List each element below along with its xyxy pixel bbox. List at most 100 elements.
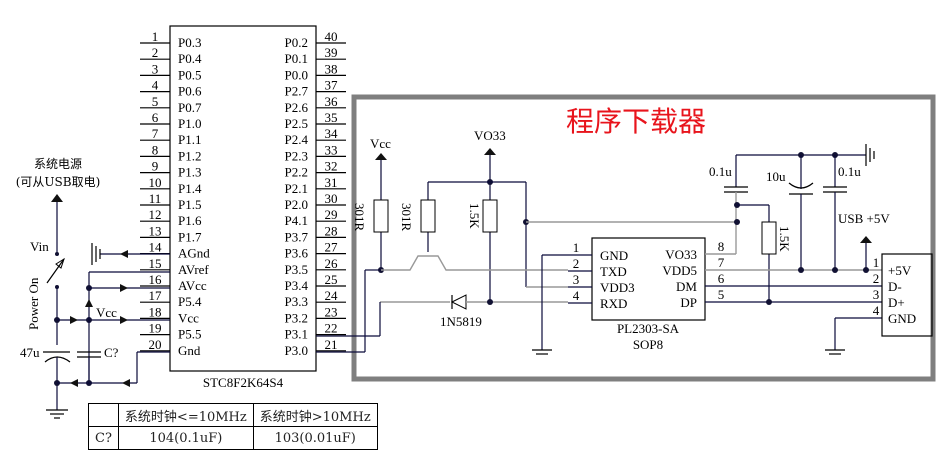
mcu-pin-number: 29 (325, 207, 338, 222)
c3-label: 0.1u (838, 164, 861, 179)
table-cell: 103(0.01uF) (252, 426, 378, 450)
power-source-note: (可从USB取电) (16, 175, 101, 189)
usb-pin-label: D- (888, 279, 902, 294)
mcu-pin-number: 7 (152, 126, 159, 141)
pl2303-pin-number: 5 (718, 287, 725, 302)
mcu-pin-label: P2.1 (285, 181, 308, 196)
power-switch-label: Power On (26, 277, 41, 330)
mcu-pin-number: 35 (325, 110, 338, 125)
pl2303-pin-number: 2 (573, 256, 580, 271)
mcu-pin-label: P5.5 (178, 327, 201, 342)
mcu-pin-number: 9 (152, 159, 159, 174)
pl2303-pin-label: DP (680, 295, 697, 310)
mcu-pin-label: P1.7 (178, 229, 202, 244)
cap-c-label: C? (104, 345, 119, 360)
programmer-frame (351, 94, 936, 382)
transistor-icon (381, 255, 568, 271)
mcu-pin-label: P2.7 (285, 84, 309, 99)
mcu-pin-label: P0.3 (178, 35, 201, 50)
mcu-pin-number: 4 (152, 78, 159, 93)
mcu-pin-number: 2 (152, 45, 159, 60)
mcu-pin-number: 20 (149, 337, 162, 352)
mcu-pin-label: P1.4 (178, 181, 202, 196)
usb-pin-number: 2 (873, 271, 880, 286)
mcu-pin-label: P0.1 (285, 51, 308, 66)
pl2303-pin-number: 6 (718, 271, 725, 286)
mcu-pin-label: P3.4 (285, 278, 309, 293)
vcc-label: Vcc (96, 305, 117, 320)
r3-label: 1.5K (467, 203, 482, 229)
mcu-pin-label: P3.3 (285, 294, 308, 309)
pl2303-pin-number: 4 (573, 288, 580, 303)
mcu-pin-label: P1.2 (178, 148, 201, 163)
table-row: C? 104(0.1uF) 103(0.01uF) (88, 426, 378, 450)
mcu-pin-label: P0.6 (178, 84, 202, 99)
mcu-pin-label: AVcc (178, 278, 207, 293)
mcu-pin-label: P0.5 (178, 67, 201, 82)
mcu-pin-number: 19 (149, 321, 162, 336)
table-cell: 系统时钟<=10MHz (117, 403, 254, 427)
mcu-pin-label: P1.0 (178, 116, 201, 131)
mcu-pin-number: 40 (325, 29, 338, 44)
mcu-pin-number: 36 (325, 94, 339, 109)
mcu-pin-label: P3.1 (285, 327, 308, 342)
mcu-pin-number: 27 (325, 240, 339, 255)
usb-pin-label: +5V (888, 263, 912, 278)
resistor-1-5k-b (761, 221, 777, 255)
mcu-pin-label: P1.1 (178, 132, 201, 147)
mcu-pin-number: 12 (149, 207, 162, 222)
mcu-pin-label: P4.1 (285, 213, 308, 228)
mcu-pin-number: 21 (325, 337, 338, 352)
usb-pin-number: 4 (873, 303, 880, 318)
mcu-pin-number: 1 (152, 29, 159, 44)
mcu-pin-label: P0.4 (178, 51, 202, 66)
table-cell: 104(0.1uF) (117, 426, 254, 450)
mcu-pin-label: P1.6 (178, 213, 202, 228)
usb-5v-label: USB +5V (838, 211, 890, 226)
mcu-pin-label: P2.5 (285, 116, 308, 131)
mcu-right-pins: 40P0.239P0.138P0.037P2.736P2.635P2.534P2… (285, 29, 346, 358)
prog-vcc-label: Vcc (370, 136, 391, 151)
mcu-pin-number: 23 (325, 304, 338, 319)
mcu-pin-label: P2.4 (285, 132, 309, 147)
mcu-pin-label: P1.5 (178, 197, 201, 212)
resistor-1-5k-a (482, 199, 498, 233)
mcu-pin-number: 16 (149, 272, 163, 287)
pl2303-package: SOP8 (633, 337, 663, 352)
pl2303-pin-label: DM (676, 279, 697, 294)
mcu-pin-label: P1.3 (178, 165, 201, 180)
pl2303-pin-number: 8 (718, 239, 725, 254)
programmer-title: 程序下载器 (566, 105, 706, 138)
mcu-pin-number: 6 (152, 110, 159, 125)
diode-icon (450, 294, 467, 310)
table-cell (88, 403, 119, 427)
mcu-pin-label: P0.2 (285, 35, 308, 50)
pl2303-pin-label: VDD3 (600, 280, 635, 295)
mcu-pin-number: 31 (325, 175, 338, 190)
mcu-pin-number: 25 (325, 272, 338, 287)
table-cell: C? (88, 426, 119, 450)
pl2303-pin-label: GND (600, 248, 628, 263)
mcu-pin-number: 37 (325, 78, 339, 93)
resistor-301r-b (420, 199, 436, 233)
power-source-label: 系统电源 (34, 157, 82, 171)
pl2303-name: PL2303-SA (617, 321, 680, 336)
mcu-pin-label: P3.6 (285, 246, 309, 261)
cap-10u-icon (788, 182, 814, 189)
mcu-pin-label: P3.5 (285, 262, 308, 277)
power-source-arrow-icon (51, 194, 63, 202)
mcu-name: STC8F2K64S4 (203, 375, 284, 390)
pl2303-pin-number: 1 (573, 240, 580, 255)
c1-label: 0.1u (709, 164, 732, 179)
mcu-pin-number: 5 (152, 94, 159, 109)
mcu-pin-label: P3.0 (285, 343, 308, 358)
mcu-pin-label: Gnd (178, 343, 201, 358)
pl2303-body (591, 237, 706, 321)
mcu-pin-label: Vcc (178, 310, 199, 325)
mcu-pin-number: 13 (149, 223, 162, 238)
mcu-pin-number: 11 (149, 191, 162, 206)
